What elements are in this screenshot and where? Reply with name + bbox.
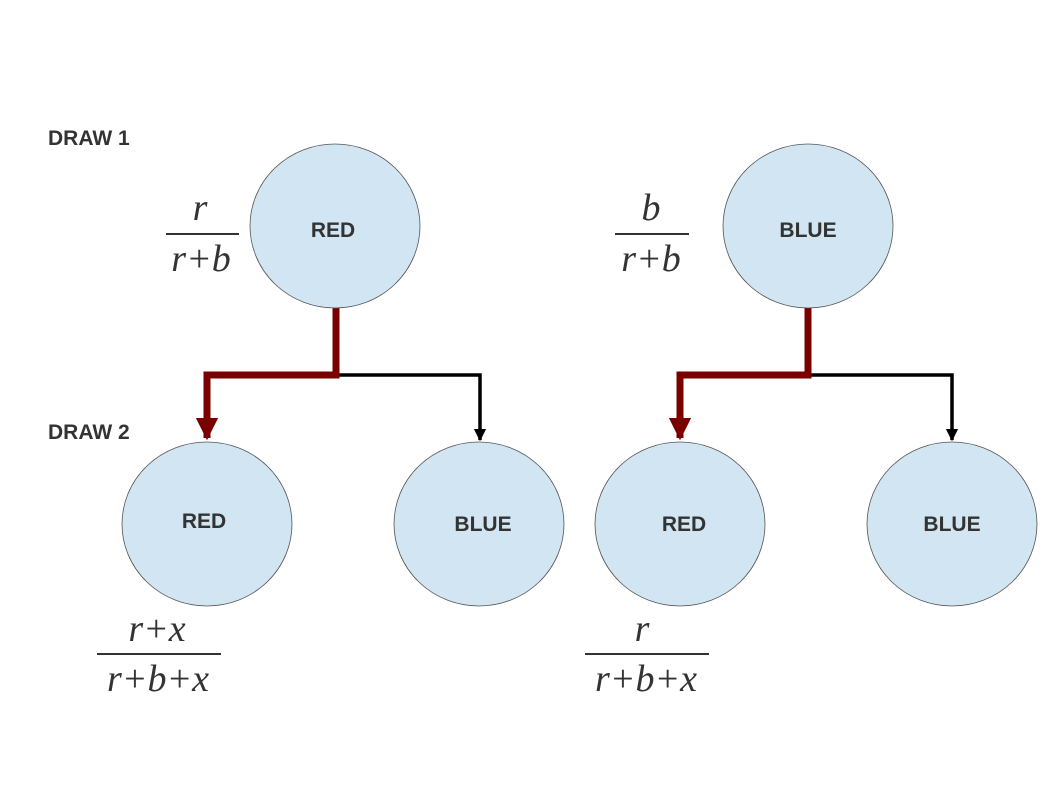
fraction-numerator: r xyxy=(635,608,650,650)
node-circle xyxy=(249,143,421,309)
fraction-top-red: r r+b xyxy=(166,187,239,280)
node-label: BLUE xyxy=(454,513,511,536)
fraction-numerator: r xyxy=(193,187,208,229)
node-label: BLUE xyxy=(923,513,980,536)
node-circle xyxy=(594,441,766,607)
node-label: RED xyxy=(311,219,355,242)
node-circle xyxy=(866,441,1038,607)
fraction-denominator: r+b xyxy=(171,238,230,280)
fraction-denominator: r+b+x xyxy=(595,658,697,700)
draw-2-label: DRAW 2 xyxy=(48,421,130,444)
node-draw1-red: RED xyxy=(249,143,421,309)
fraction-right-red: r r+b+x xyxy=(585,608,709,700)
fraction-top-blue: b r+b xyxy=(615,187,689,280)
node-draw2-left-red: RED xyxy=(121,441,293,607)
branch-arrow-red-to-blue xyxy=(334,308,487,442)
fraction-denominator: r+b xyxy=(621,238,680,280)
left-tree-branches xyxy=(195,308,487,442)
fraction-left-red: r+x r+b+x xyxy=(97,608,221,700)
branch-arrow-blue-to-red xyxy=(668,308,812,441)
node-label: BLUE xyxy=(779,219,836,242)
fraction-numerator: r+x xyxy=(128,608,185,650)
node-draw2-right-red: RED xyxy=(594,441,766,607)
node-label: RED xyxy=(182,510,226,533)
node-draw1-blue: BLUE xyxy=(722,143,894,309)
right-tree-branches xyxy=(668,308,959,442)
node-circle xyxy=(722,143,894,309)
fraction-denominator: r+b+x xyxy=(107,658,209,700)
node-circle xyxy=(121,441,293,607)
node-circle xyxy=(393,441,565,607)
node-label: RED xyxy=(662,513,706,536)
branch-arrow-red-to-red xyxy=(195,308,340,441)
node-draw2-left-blue: BLUE xyxy=(393,441,565,607)
branch-arrow-blue-to-blue xyxy=(806,308,959,442)
fraction-numerator: b xyxy=(642,187,661,229)
node-draw2-right-blue: BLUE xyxy=(866,441,1038,607)
draw-1-label: DRAW 1 xyxy=(48,127,130,150)
